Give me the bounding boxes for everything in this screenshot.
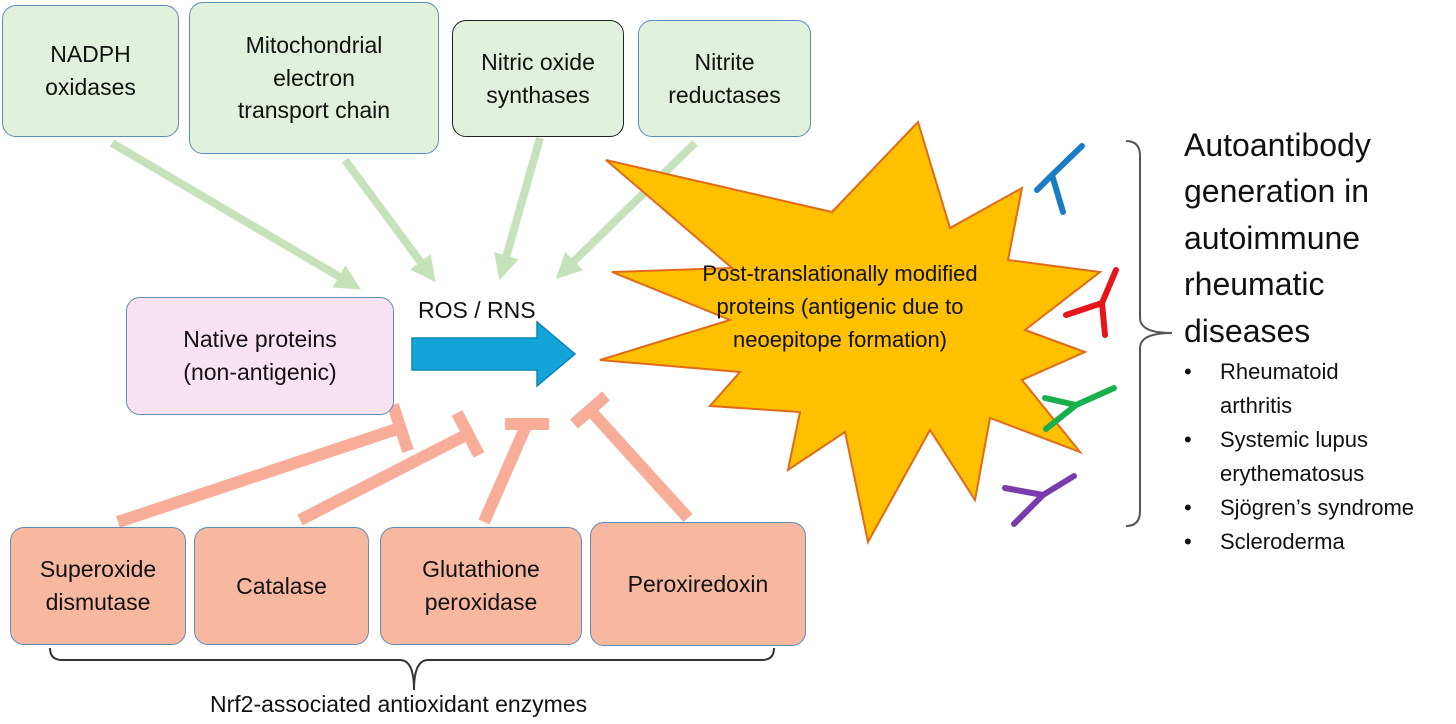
enzyme-glutathione-peroxidase: Glutathione peroxidase xyxy=(380,527,582,645)
enzyme-catalase: Catalase xyxy=(194,527,369,645)
outcome-title: Autoantibody generation in autoimmune rh… xyxy=(1184,122,1371,354)
source-nitrite-reductases: Nitrite reductases xyxy=(638,20,811,137)
disease-1-line-1: Rheumatoid xyxy=(1220,359,1339,384)
superoxide-line-1: Superoxide xyxy=(39,556,157,583)
nitric-oxide-label: Nitric oxide synthases xyxy=(481,46,595,111)
disease-item-scleroderma: Scleroderma xyxy=(1184,525,1414,559)
inhibit-glutathione xyxy=(478,423,532,525)
antibody-red xyxy=(1063,267,1119,338)
nadph-line-1: NADPH xyxy=(50,41,131,68)
outcome-title-line-4: rheumatic xyxy=(1184,266,1325,303)
enzyme-group-label: Nrf2-associated antioxidant enzymes xyxy=(210,691,588,717)
nitric-oxide-line-2: synthases xyxy=(486,81,590,108)
ros-rns-arrow xyxy=(411,320,577,388)
source-nadph-oxidases: NADPH oxidases xyxy=(2,5,179,137)
antibody-purple xyxy=(1002,473,1077,527)
arrow-nitric-oxide xyxy=(494,136,544,281)
disease-item-rheumatoid-arthritis: Rheumatoid arthritis xyxy=(1184,355,1414,423)
antibody-green xyxy=(1042,385,1117,432)
native-proteins-line-2: (non-antigenic) xyxy=(183,359,337,385)
outcome-title-line-5: diseases xyxy=(1184,312,1311,349)
native-proteins-line-1: Native proteins xyxy=(183,326,337,353)
enzyme-peroxiredoxin: Peroxiredoxin xyxy=(590,522,806,646)
modified-proteins-line-2: proteins (antigenic due to xyxy=(716,294,964,319)
mitochondrial-line-2: electron xyxy=(273,64,355,91)
outcome-title-line-3: autoimmune xyxy=(1184,219,1361,256)
source-arrows xyxy=(109,136,698,290)
inhibit-catalase xyxy=(297,428,471,526)
disease-2-line-2: erythematosus xyxy=(1220,461,1365,487)
disease-list: Rheumatoid arthritis Systemic lupus eryt… xyxy=(1184,355,1414,560)
enzyme-group-brace xyxy=(49,647,775,691)
inhibition-lines xyxy=(116,391,693,528)
superoxide-label: Superoxide dismutase xyxy=(40,553,156,618)
arrow-mitochondrial xyxy=(341,157,436,283)
disease-item-sjogren: Sjögren’s syndrome xyxy=(1184,491,1414,525)
peroxiredoxin-line-1: Peroxiredoxin xyxy=(627,570,769,597)
enzyme-superoxide-dismutase: Superoxide dismutase xyxy=(10,527,186,645)
superoxide-line-2: dismutase xyxy=(45,589,151,615)
arrow-nadph xyxy=(109,139,362,290)
modified-proteins-line-1: Post-translationally modified xyxy=(702,261,978,286)
antibody-blue xyxy=(1034,143,1085,215)
nadph-label: NADPH oxidases xyxy=(45,38,136,103)
inhibit-superoxide xyxy=(116,422,402,528)
mitochondrial-line-3: transport chain xyxy=(237,97,391,124)
disease-3-line-1: Sjögren’s syndrome xyxy=(1220,495,1415,521)
catalase-line-1: Catalase xyxy=(236,572,327,599)
nitrite-line-1: Nitrite xyxy=(694,48,755,75)
disease-2-line-1: Systemic lupus xyxy=(1220,427,1368,453)
modified-proteins-star xyxy=(599,120,1103,545)
modified-proteins-line-3: neoepitope formation) xyxy=(732,327,948,352)
disease-1-line-2: arthritis xyxy=(1220,393,1293,419)
disease-item-sle: Systemic lupus erythematosus xyxy=(1184,423,1414,491)
disease-4-line-1: Scleroderma xyxy=(1220,529,1345,555)
inhibit-peroxiredoxin xyxy=(585,405,693,523)
nitric-oxide-line-1: Nitric oxide xyxy=(481,48,595,75)
mitochondrial-label: Mitochondrial electron transport chain xyxy=(238,29,390,127)
mitochondrial-line-1: Mitochondrial xyxy=(245,32,383,59)
native-proteins-label: Native proteins (non-antigenic) xyxy=(183,323,336,388)
glutathione-line-2: peroxidase xyxy=(424,589,538,615)
outcome-title-line-2: generation in xyxy=(1184,173,1370,210)
source-mitochondrial-etc: Mitochondrial electron transport chain xyxy=(189,2,439,154)
outcome-brace xyxy=(1125,140,1173,527)
modified-proteins-label: Post-translationally modified proteins (… xyxy=(640,257,1040,356)
native-proteins-box: Native proteins (non-antigenic) xyxy=(126,297,394,415)
arrow-nitrite xyxy=(555,140,698,279)
glutathione-line-1: Glutathione xyxy=(422,556,540,583)
ros-rns-label: ROS / RNS xyxy=(418,297,536,323)
glutathione-label: Glutathione peroxidase xyxy=(422,553,540,618)
inhibit-superoxide-bar xyxy=(387,403,414,453)
nitrite-line-2: reductases xyxy=(668,81,781,108)
nitrite-label: Nitrite reductases xyxy=(668,46,781,111)
source-nitric-oxide-synthases: Nitric oxide synthases xyxy=(452,20,624,137)
inhibit-peroxiredoxin-bar xyxy=(570,391,610,429)
inhibit-catalase-bar xyxy=(451,410,485,458)
outcome-title-line-1: Autoantibody xyxy=(1184,127,1371,163)
nadph-line-2: oxidases xyxy=(45,74,136,100)
